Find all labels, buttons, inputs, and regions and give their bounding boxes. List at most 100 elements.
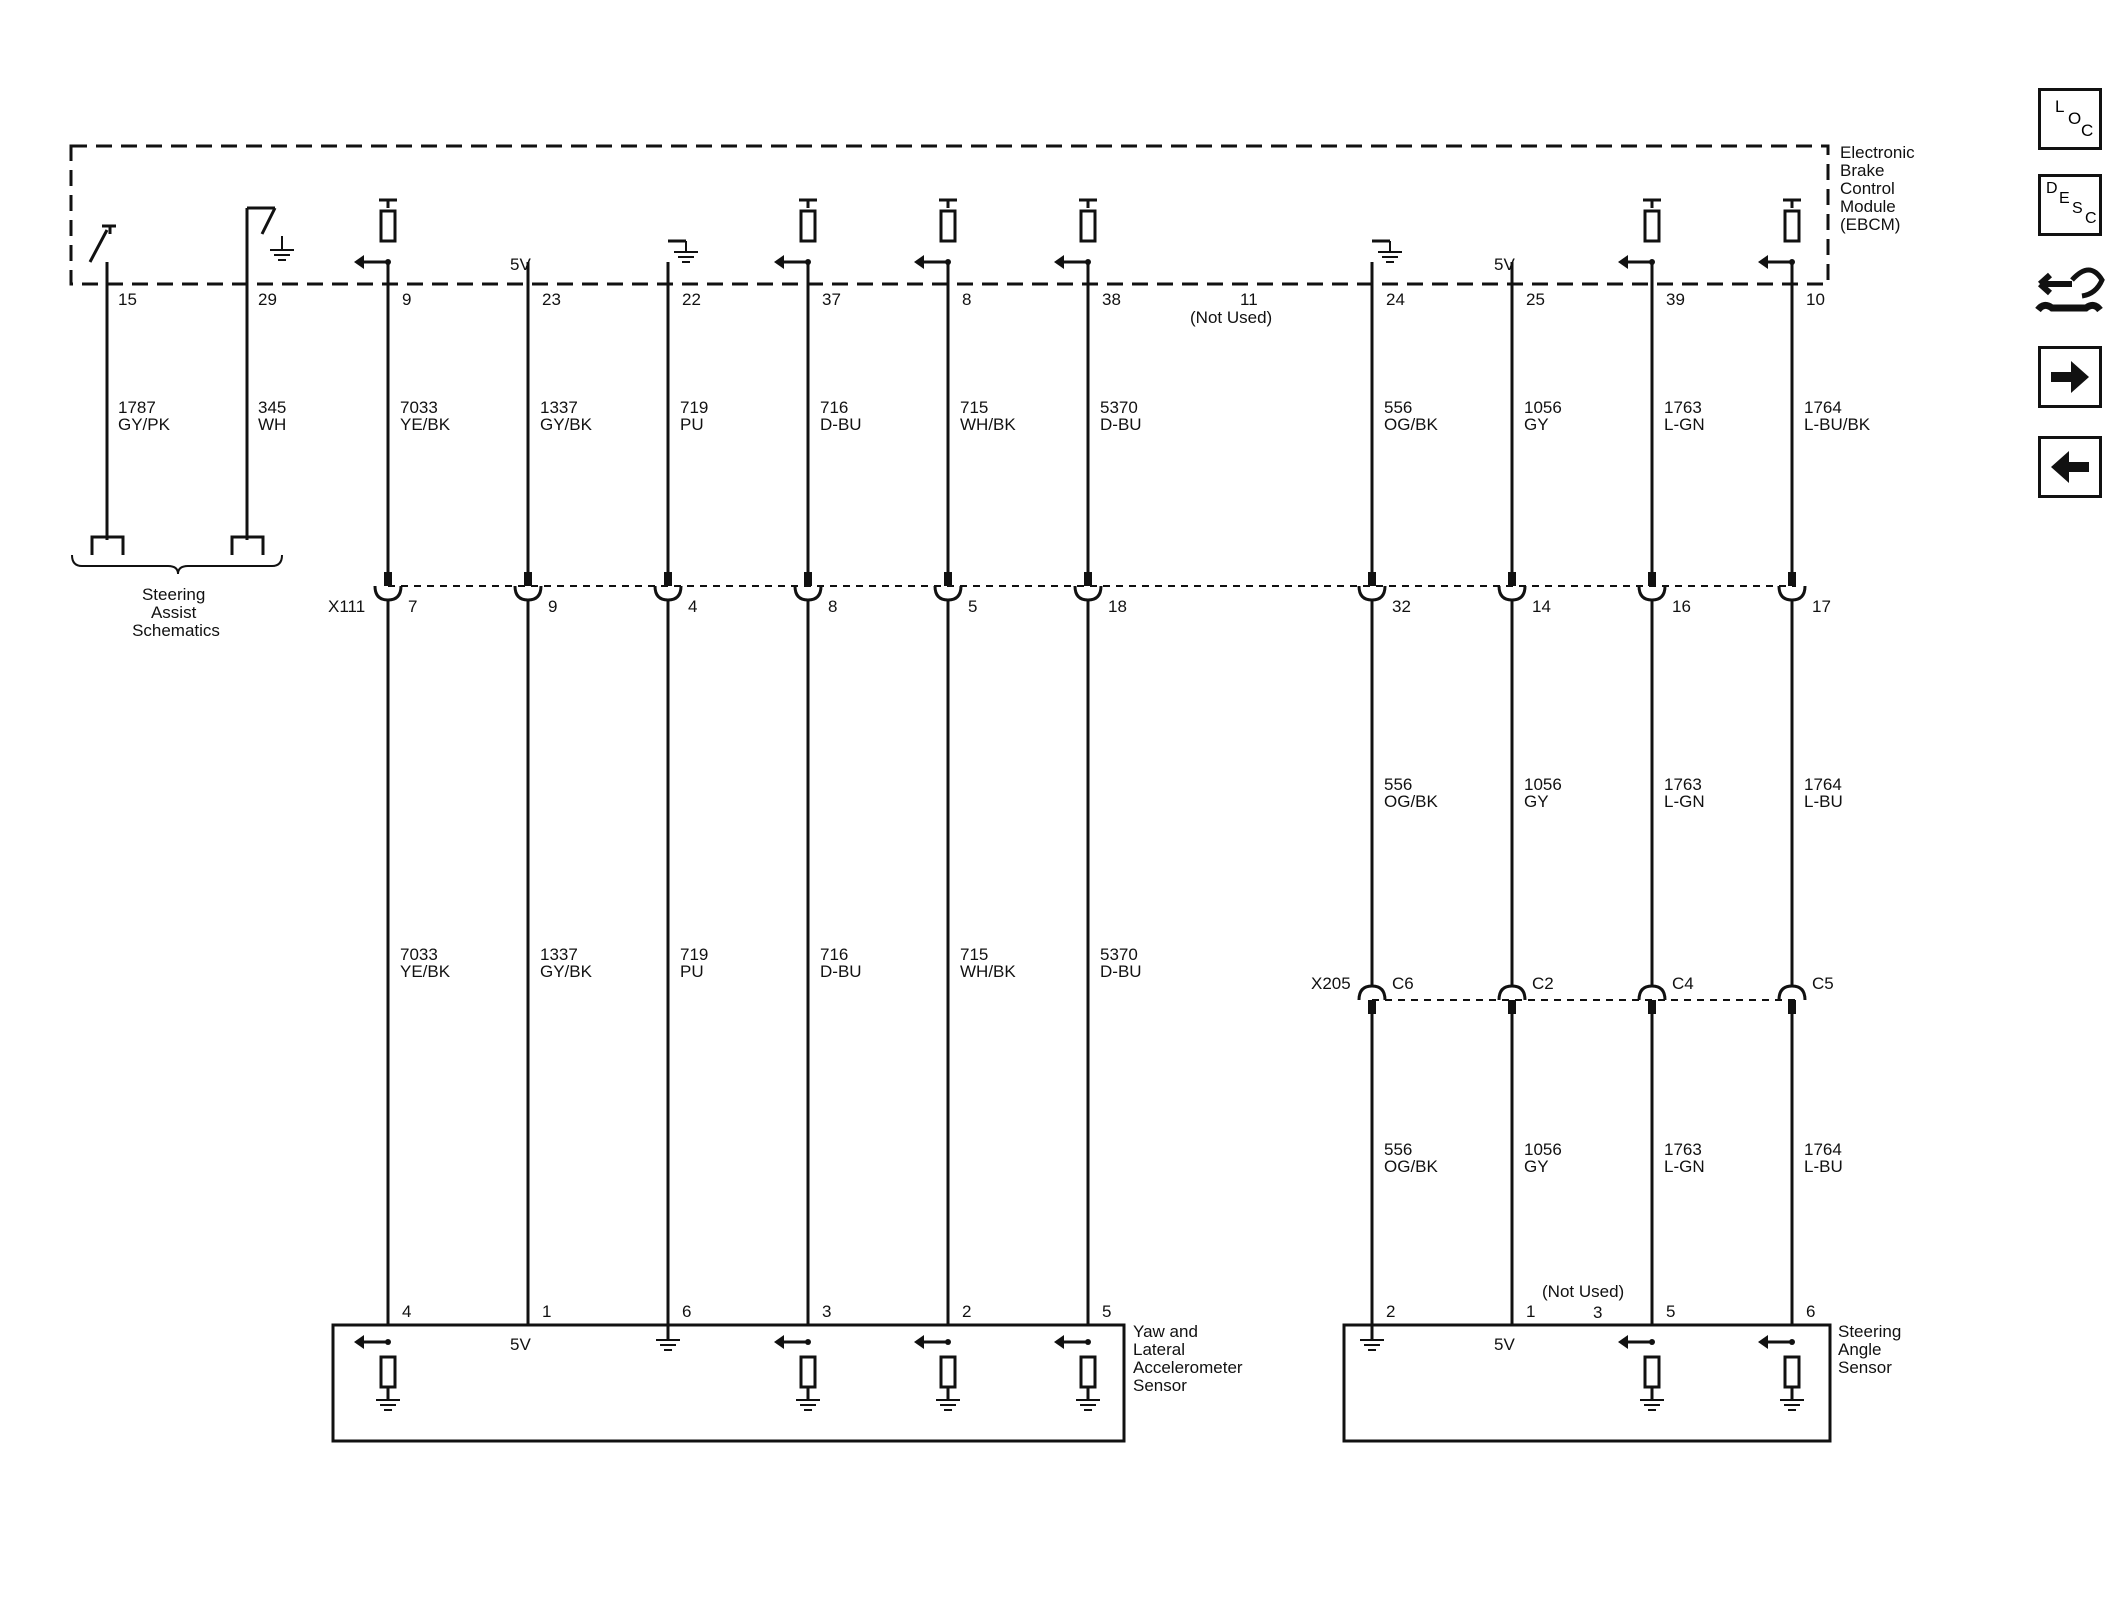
resistor-symbol xyxy=(1783,1355,1801,1389)
x111-pin: 7 xyxy=(408,597,417,616)
junction-dot xyxy=(385,259,391,265)
sensor-pin: 4 xyxy=(402,1302,411,1321)
ebcm-label: Electronic Brake Control Module (EBCM) xyxy=(1840,143,1919,234)
resistor-symbol xyxy=(799,209,817,243)
signal-arrowhead xyxy=(1758,1335,1768,1349)
wire-color: YE/BK xyxy=(400,415,451,434)
next-page-button[interactable] xyxy=(2038,346,2102,408)
connector-pin xyxy=(1788,572,1796,586)
x111-pin: 5 xyxy=(968,597,977,616)
ground-symbol xyxy=(1780,1399,1804,1411)
signal-arrowhead xyxy=(914,1335,924,1349)
junction-dot xyxy=(1649,1339,1655,1345)
wire-color: L-BU/BK xyxy=(1804,415,1871,434)
wire-circuit-number: 719 xyxy=(680,945,708,964)
wire-circuit-number: 1764 xyxy=(1804,398,1842,417)
wire-color: L-BU xyxy=(1804,1157,1843,1176)
wire-circuit-number: 1337 xyxy=(540,398,578,417)
signal-arrowhead xyxy=(354,1335,364,1349)
wire-circuit-number: 715 xyxy=(960,398,988,417)
connector-terminal xyxy=(1637,984,1667,1001)
arrow-left-icon xyxy=(2051,451,2089,483)
ebcm-pin: 39 xyxy=(1666,290,1685,309)
connector-terminal xyxy=(1357,585,1387,602)
junction-dot xyxy=(805,1339,811,1345)
signal-arrowhead xyxy=(354,255,364,269)
steering-assist-wires: 15 1787 GY/PK 29 345 WH Steering Assist … xyxy=(71,206,294,640)
color-wh: WH xyxy=(258,415,286,434)
signal-arrowhead xyxy=(914,255,924,269)
wire-circuit-number: 716 xyxy=(820,945,848,964)
component-wrench-button[interactable] xyxy=(2032,254,2108,330)
yaw-sensor-box xyxy=(331,1323,1126,1443)
x111-pin: 17 xyxy=(1812,597,1831,616)
wire-circuit-number: 5370 xyxy=(1100,945,1138,964)
wire-color: OG/BK xyxy=(1384,792,1439,811)
junction-dot xyxy=(945,1339,951,1345)
x111-label: X111 xyxy=(328,597,365,616)
resistor-symbol xyxy=(1643,1355,1661,1389)
signal-arrowhead xyxy=(774,255,784,269)
resistor-symbol xyxy=(939,209,957,243)
ground-symbol xyxy=(1076,1399,1100,1411)
x111-pin: 14 xyxy=(1532,597,1551,616)
nav-desc-button[interactable]: D E S C xyxy=(2038,174,2102,236)
wrench-arrows-icon xyxy=(2035,267,2105,313)
wire-color: WH/BK xyxy=(960,962,1016,981)
connector-terminal xyxy=(793,585,823,602)
harness-wires: 97033YE/BK77033YE/BK4231337GY/BK91337GY/… xyxy=(354,198,1871,1411)
sensor-pin: 5 xyxy=(1102,1302,1111,1321)
circuit-1787: 1787 xyxy=(118,398,156,417)
yaw-sensor-label: Yaw and Lateral Accelerometer Sensor xyxy=(1133,1322,1247,1395)
x111-pin: 4 xyxy=(688,597,697,616)
ground-symbol xyxy=(936,1399,960,1411)
wire-circuit-number: 556 xyxy=(1384,775,1412,794)
wire-color: GY xyxy=(1524,415,1549,434)
sensor-pin: 3 xyxy=(822,1302,831,1321)
ebcm-pin: 24 xyxy=(1386,290,1405,309)
wire-circuit-number: 1764 xyxy=(1804,1140,1842,1159)
connector-pin xyxy=(524,572,532,586)
ground-symbol xyxy=(1378,251,1402,263)
nav-desc-letter-d: D xyxy=(2046,180,2058,197)
connector-pin xyxy=(1508,572,1516,586)
sensor-pin: 1 xyxy=(542,1302,551,1321)
connector-terminal xyxy=(1497,585,1527,602)
wire-color: GY/BK xyxy=(540,415,593,434)
x205-pin: C4 xyxy=(1672,974,1694,993)
ebcm-pin: 23 xyxy=(542,290,561,309)
sensor-pin: 5 xyxy=(1666,1302,1675,1321)
connector-pin xyxy=(1084,572,1092,586)
connector-pin xyxy=(1648,572,1656,586)
wire-color: GY xyxy=(1524,1157,1549,1176)
sensor-pin: 2 xyxy=(962,1302,971,1321)
junction-dot xyxy=(1649,259,1655,265)
nav-loc-button[interactable]: L O C xyxy=(2038,88,2102,150)
x111-pin: 16 xyxy=(1672,597,1691,616)
nav-desc-letter-c: C xyxy=(2085,210,2097,227)
ebcm-pin: 10 xyxy=(1806,290,1825,309)
x205-label: X205 xyxy=(1311,974,1351,993)
sensor-5v-label: 5V xyxy=(1494,1335,1515,1354)
wire-circuit-number: 7033 xyxy=(400,398,438,417)
ebcm-pin: 37 xyxy=(822,290,841,309)
signal-arrowhead xyxy=(1618,1335,1628,1349)
steering-sensor-unused-note: (Not Used) xyxy=(1542,1282,1624,1301)
wire-color: OG/BK xyxy=(1384,1157,1439,1176)
signal-arrowhead xyxy=(1054,255,1064,269)
connector-pin xyxy=(1508,1000,1516,1014)
connector-pin xyxy=(804,572,812,586)
previous-page-button[interactable] xyxy=(2038,436,2102,498)
wire-color: D-BU xyxy=(1100,962,1142,981)
ground-symbol xyxy=(796,1399,820,1411)
connector-pin xyxy=(944,572,952,586)
junction-dot xyxy=(1085,259,1091,265)
connector-pin xyxy=(664,572,672,586)
resistor-symbol xyxy=(799,1355,817,1389)
ground-symbol xyxy=(656,1339,680,1351)
wire-circuit-number: 1763 xyxy=(1664,775,1702,794)
resistor-symbol xyxy=(379,209,397,243)
x111-pin: 8 xyxy=(828,597,837,616)
